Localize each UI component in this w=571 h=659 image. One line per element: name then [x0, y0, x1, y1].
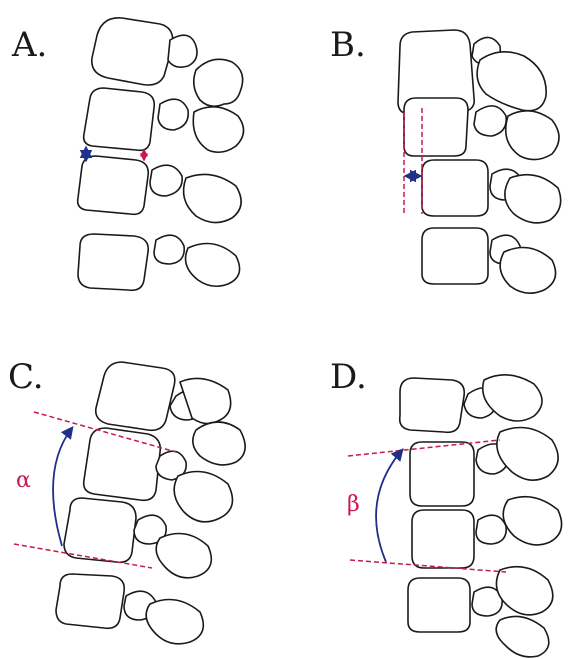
vertebra-body — [84, 428, 161, 500]
posterior-element — [477, 52, 546, 111]
angle-label-alpha: α — [16, 470, 31, 492]
vertebra-body — [56, 574, 124, 628]
posterior-element — [156, 534, 211, 578]
vertebra-body — [84, 88, 155, 150]
vertebra-body — [422, 160, 488, 216]
vertebra-body — [78, 234, 148, 290]
posterior-element — [150, 165, 182, 196]
vertebra-body — [92, 18, 173, 85]
angle-arc-beta — [376, 450, 402, 562]
posterior-element — [497, 428, 558, 481]
posterior-element — [503, 497, 561, 545]
panel-label-a: A. — [12, 28, 47, 62]
panel-label-d: D. — [330, 360, 367, 394]
posterior-element — [506, 111, 559, 160]
posterior-element — [194, 59, 243, 106]
posterior-element — [186, 244, 240, 287]
vertebra-body — [410, 442, 474, 506]
posterior-element — [184, 174, 242, 222]
posterior-element — [193, 107, 243, 152]
vertebra-body — [96, 362, 175, 430]
panel-b-vertebrae — [398, 30, 561, 293]
panel-a-vertebrae — [78, 18, 244, 290]
posterior-element — [505, 175, 561, 223]
posterior-element — [500, 248, 555, 294]
posterior-element — [154, 235, 184, 264]
posterior-element — [474, 106, 506, 136]
panel-label-c: C. — [8, 360, 44, 394]
posterior-element — [158, 99, 188, 130]
vertebra-body — [78, 156, 149, 214]
posterior-element — [174, 472, 232, 522]
panel-label-b: B. — [330, 28, 366, 62]
panel-d-vertebrae — [400, 375, 562, 657]
vertebra-body — [412, 510, 474, 568]
angle-label-beta: β — [347, 494, 360, 516]
posterior-element — [146, 600, 203, 644]
vertebra-body — [404, 98, 468, 156]
posterior-element — [476, 515, 506, 544]
posterior-element — [193, 422, 245, 465]
posterior-element — [168, 35, 197, 67]
vertebra-body — [64, 498, 136, 562]
posterior-element — [496, 567, 552, 615]
vertebra-body — [422, 228, 488, 284]
vertebra-body — [400, 378, 465, 432]
posterior-element — [496, 616, 549, 656]
panel-c-vertebrae — [56, 362, 245, 644]
vertebra-body — [408, 578, 470, 632]
